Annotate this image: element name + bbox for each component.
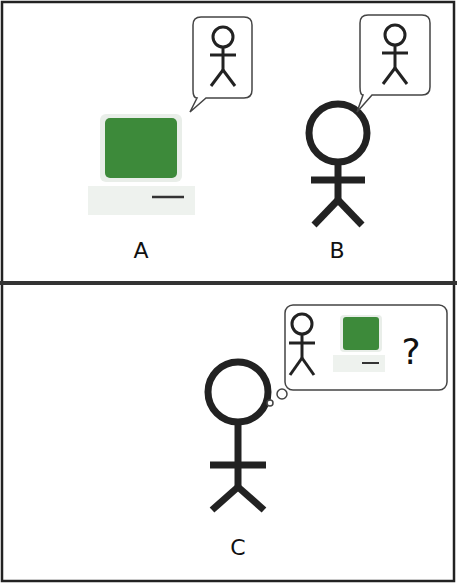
speech-bubble	[357, 15, 430, 112]
thought-bubble	[267, 305, 447, 406]
figure-label: C	[230, 537, 245, 559]
computer-icon	[88, 114, 195, 215]
panel-divider	[0, 281, 457, 285]
person-figure	[208, 362, 268, 510]
speech-bubble	[190, 17, 252, 112]
figure-label: A	[133, 240, 148, 262]
question-mark: ?	[401, 334, 420, 370]
figure-label: B	[329, 240, 344, 262]
person-figure	[309, 104, 367, 225]
